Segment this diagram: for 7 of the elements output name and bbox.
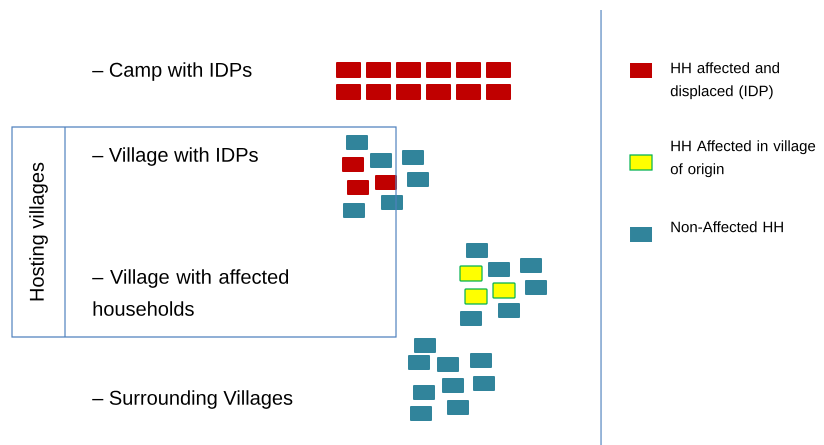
legend-label: HH Affected in village of origin (670, 140, 816, 178)
item-label: – Camp with IDPs (92, 62, 252, 81)
legend-label: Non-Affected HH (671, 221, 783, 232)
item-label: – Village with affected households (92, 269, 288, 316)
item-label: – Surrounding Villages (92, 390, 292, 409)
legend-label: HH affected and displaced (IDP) (670, 62, 779, 100)
item-label: – Village with IDPs (92, 147, 258, 166)
